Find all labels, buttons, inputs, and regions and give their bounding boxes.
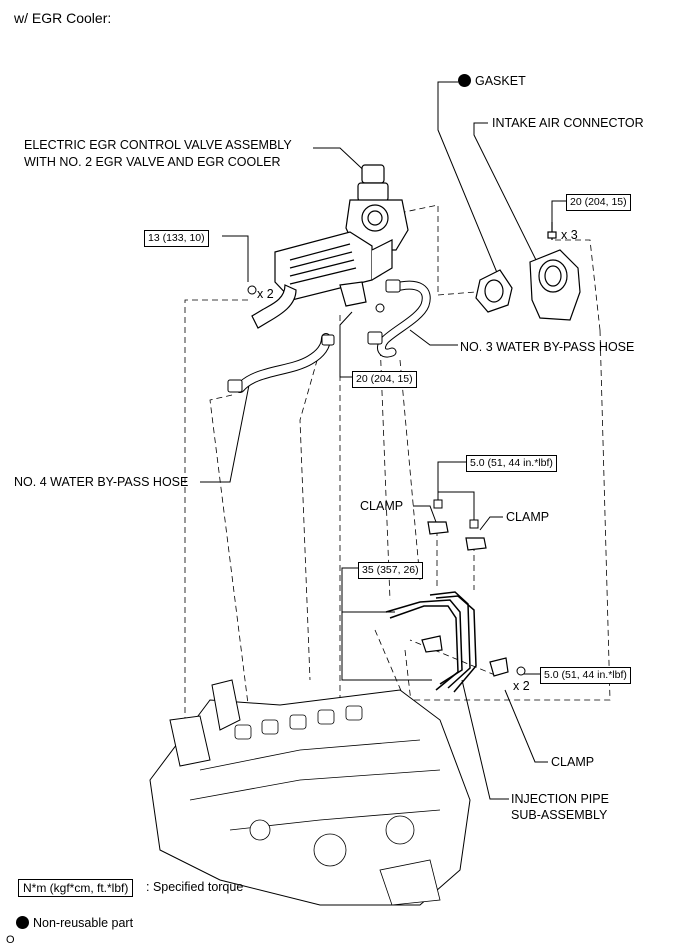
clamp-right-label: CLAMP [506,510,550,524]
page-title: w/ EGR Cooler: [14,10,112,26]
egr-valve-assembly [274,164,409,307]
torque-5-bottom-box: 5.0 (51, 44 in.*lbf) [540,667,631,684]
clamp-right-leader [479,516,503,531]
torque-35-box: 35 (357, 26) [358,562,423,579]
legend-nonreusable: Non-reusable part [16,916,133,932]
torque-13-leader [222,235,249,282]
engine-block [149,679,471,906]
clamp-bottom-label: CLAMP [551,755,595,769]
injection-pipe-part [385,591,477,693]
torque-20-hose-leader [339,311,353,378]
injection-pipe-leader [461,679,509,800]
intake-connector-leader [473,122,538,263]
torque-35-leader [341,567,432,681]
torque-13-box: 13 (133, 10) [144,230,209,247]
egr-valve-label-line2: WITH NO. 2 EGR VALVE AND EGR COOLER [24,155,281,169]
torque-20-connector-leader [551,200,566,230]
torque-20-connector-box: 20 (204, 15) [566,194,631,211]
injection-pipe-label-line1: INJECTION PIPE [511,792,609,806]
no4-hose-label: NO. 4 WATER BY-PASS HOSE [14,475,189,489]
torque-20-hose-box: 20 (204, 15) [352,371,417,388]
clamp-left-leader [413,505,437,523]
egr-cooler-pipe [251,284,297,329]
torque-5-clamp-leader [437,461,466,500]
gasket-part [475,269,513,313]
quantity-x2-left: x 2 [257,287,274,301]
injection-pipe-label-line2: SUB-ASSEMBLY [511,808,608,822]
legend-dot-icon [16,916,29,929]
clamp-left-label: CLAMP [360,499,404,513]
intake-air-connector-label: INTAKE AIR CONNECTOR [492,116,644,130]
gasket-label: GASKET [458,74,526,90]
no3-hose-leader [409,329,458,346]
bolts [247,285,526,676]
egr-valve-leader [313,147,373,179]
quantity-x3: x 3 [561,228,578,242]
quantity-x2-bottom: x 2 [513,679,530,693]
clamp-bottom-leader [504,689,548,763]
torque-5-clamp-branch [438,491,475,520]
clamp-parts [421,521,509,677]
no3-hose-label: NO. 3 WATER BY-PASS HOSE [460,340,635,354]
no3-hose-part [378,281,430,357]
footer-code: O [6,934,15,946]
gasket-label-text: GASKET [475,74,526,88]
intake-air-connector-part [529,222,581,321]
egr-valve-label-line1: ELECTRIC EGR CONTROL VALVE ASSEMBLY [24,138,292,152]
gasket-leader [437,81,506,293]
no4-hose-leader [200,379,251,483]
non-reusable-dot-icon [458,74,471,87]
legend-torque-box: N*m (kgf*cm, ft.*lbf) [18,879,134,897]
legend-nonreusable-text: Non-reusable part [33,916,134,930]
torque-5-clamp-box: 5.0 (51, 44 in.*lbf) [466,455,557,472]
legend-torque-text: : Specified torque [146,880,244,894]
